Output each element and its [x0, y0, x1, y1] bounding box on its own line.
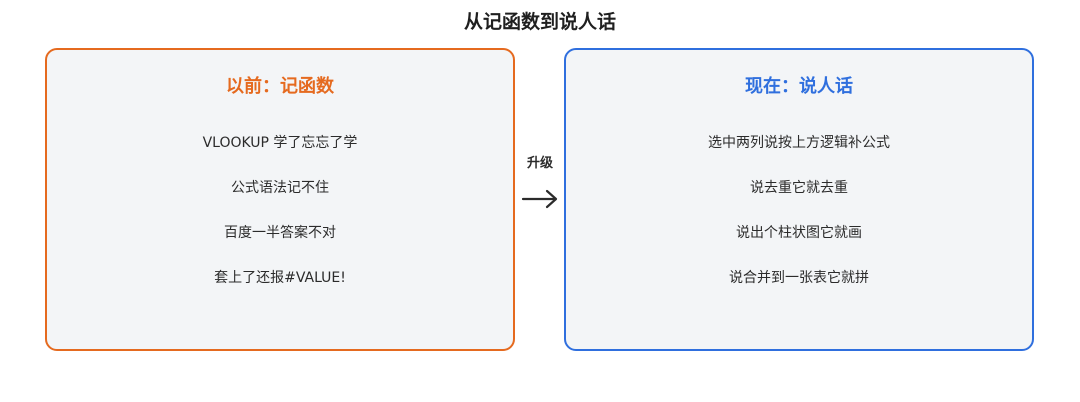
- diagram-title: 从记函数到说人话: [463, 11, 616, 33]
- after-panel: 现在：说人话 选中两列说按上方逻辑补公式 说去重它就去重 说出个柱状图它就画 说…: [564, 48, 1034, 351]
- list-item: 说出个柱状图它就画: [736, 225, 862, 241]
- before-list: VLOOKUP 学了忘忘了学 公式语法记不住 百度一半答案不对 套上了还报#VA…: [47, 130, 513, 310]
- upgrade-label: 升级: [526, 156, 553, 171]
- before-panel-heading: 以前：记函数: [226, 76, 334, 97]
- list-item: 选中两列说按上方逻辑补公式: [708, 135, 890, 151]
- after-list: 选中两列说按上方逻辑补公式 说去重它就去重 说出个柱状图它就画 说合并到一张表它…: [566, 130, 1032, 310]
- upgrade-connector: 升级: [517, 150, 563, 220]
- arrow-right-icon: [521, 189, 558, 209]
- before-panel: 以前：记函数 VLOOKUP 学了忘忘了学 公式语法记不住 百度一半答案不对 套…: [45, 48, 515, 351]
- after-panel-heading: 现在：说人话: [745, 76, 853, 97]
- list-item: 说去重它就去重: [750, 180, 848, 196]
- list-item: VLOOKUP 学了忘忘了学: [202, 135, 358, 151]
- list-item: 百度一半答案不对: [224, 225, 336, 241]
- list-item: 公式语法记不住: [231, 180, 329, 196]
- list-item: 套上了还报#VALUE!: [214, 270, 346, 286]
- list-item: 说合并到一张表它就拼: [729, 270, 869, 286]
